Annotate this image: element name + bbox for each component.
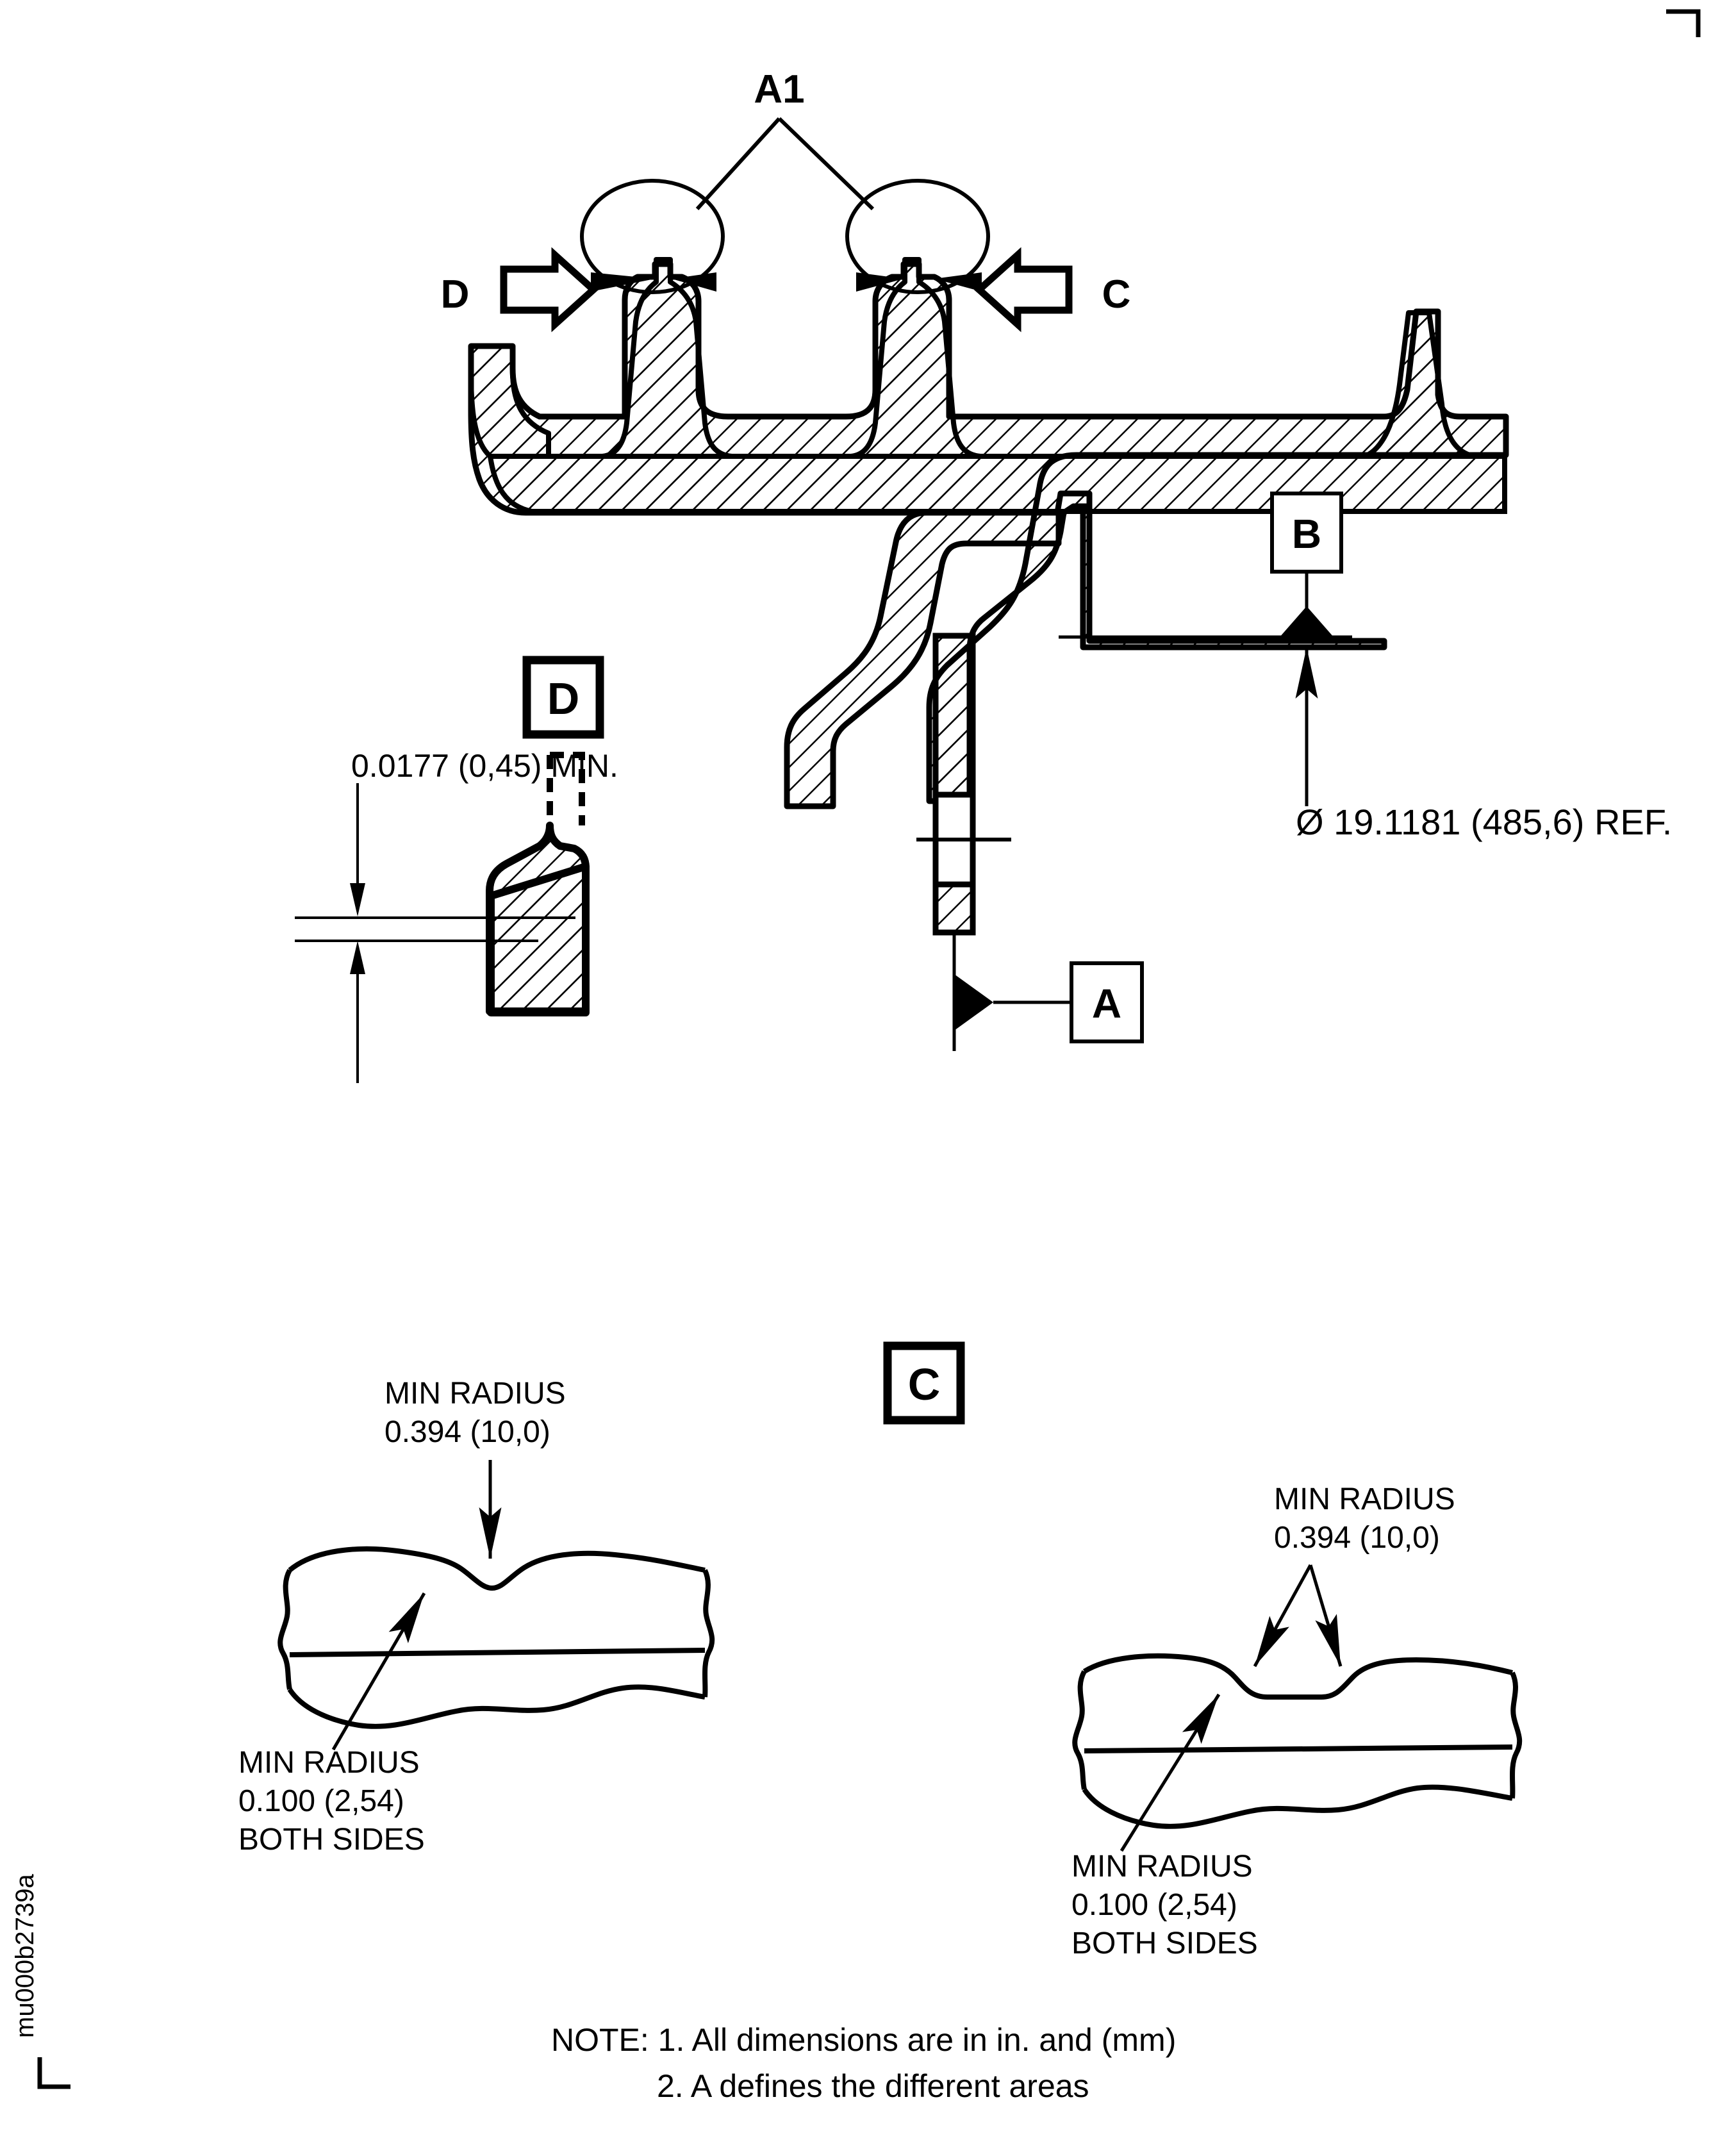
datum-a-triangle	[954, 974, 993, 1031]
detail-d-rib-dashed	[547, 752, 585, 827]
surface-right-bottom-edge	[1082, 1784, 1513, 1829]
note-line-1: NOTE: 1. All dimensions are in in. and (…	[551, 2022, 1176, 2058]
detail-c-label: C	[908, 1359, 941, 1409]
datum-b-label: B	[1292, 511, 1321, 557]
surface-detail-right-bottom-label-1: MIN RADIUS	[1071, 1850, 1253, 1884]
datum-a-group: A	[952, 932, 1144, 1051]
surface-right-top-edge	[1082, 1653, 1513, 1700]
a1-leader-left	[695, 117, 781, 211]
surface-detail-right-bottom-label-3: BOTH SIDES	[1071, 1926, 1258, 1960]
surface-left-top-edge	[288, 1546, 706, 1591]
view-arrow-c: C	[973, 247, 1131, 333]
detail-d-box	[522, 656, 604, 739]
detail-c-box	[883, 1341, 965, 1425]
surface-detail-left: MIN RADIUS 0.394 (10,0) MIN RADIUS 0.100…	[238, 1377, 715, 1857]
surface-detail-right-top-label-2: 0.394 (10,0)	[1274, 1521, 1440, 1555]
datum-a-label: A	[1092, 981, 1121, 1027]
surface-detail-right: MIN RADIUS 0.394 (10,0) MIN RADIUS 0.100…	[1071, 1482, 1523, 1960]
drawing-id-label: mu000b2739a	[11, 1873, 39, 2038]
diameter-ref-label: Ø 19.1181 (485,6) REF.	[1296, 802, 1672, 842]
diameter-ref-dimension: Ø 19.1181 (485,6) REF.	[1295, 647, 1672, 842]
a1-leader-right	[777, 117, 875, 211]
surface-detail-left-bottom-label-3: BOTH SIDES	[238, 1823, 425, 1857]
surface-detail-right-top-label-1: MIN RADIUS	[1274, 1482, 1455, 1516]
surface-left-right-break	[702, 1569, 715, 1698]
a1-balloon-right	[845, 179, 990, 294]
a1-label: A1	[754, 67, 804, 112]
surface-right-right-break	[1510, 1671, 1523, 1799]
datum-b-box	[1270, 492, 1343, 574]
surface-detail-left-bottom-label-1: MIN RADIUS	[238, 1746, 420, 1780]
surface-detail-left-bottom-label-2: 0.100 (2,54)	[238, 1784, 404, 1818]
notes-block: NOTE: 1. All dimensions are in in. and (…	[551, 2022, 1176, 2104]
surface-detail-left-top-label-1: MIN RADIUS	[384, 1377, 566, 1411]
datum-a-box	[1070, 961, 1144, 1043]
surface-detail-right-bottom-label-2: 0.100 (2,54)	[1071, 1888, 1237, 1922]
detail-view-c: C	[883, 1341, 965, 1425]
view-arrow-c-label: C	[1102, 272, 1131, 317]
surface-left-mid-line	[289, 1648, 706, 1657]
datum-b-group: B	[1059, 492, 1352, 639]
surface-right-mid-line	[1084, 1744, 1513, 1753]
view-arrow-d-label: D	[441, 272, 470, 317]
view-arrow-d: D	[441, 247, 599, 333]
a1-balloon-left	[580, 179, 725, 294]
corner-mark-bottom-left	[37, 2057, 70, 2089]
corner-mark-top-right	[1666, 9, 1701, 37]
datum-b-triangle	[1280, 606, 1334, 637]
main-cross-section-profile	[468, 257, 1509, 936]
surface-right-left-break	[1072, 1670, 1087, 1790]
note-line-2: 2. A defines the different areas	[657, 2068, 1089, 2104]
detail-view-d: D 0.0177 (0,45) MIN.	[295, 656, 618, 1083]
surface-detail-left-top-label-2: 0.394 (10,0)	[384, 1415, 550, 1449]
a1-callout-group: A1	[580, 67, 990, 294]
surface-left-left-break	[277, 1569, 292, 1690]
detail-d-label: D	[547, 674, 580, 724]
